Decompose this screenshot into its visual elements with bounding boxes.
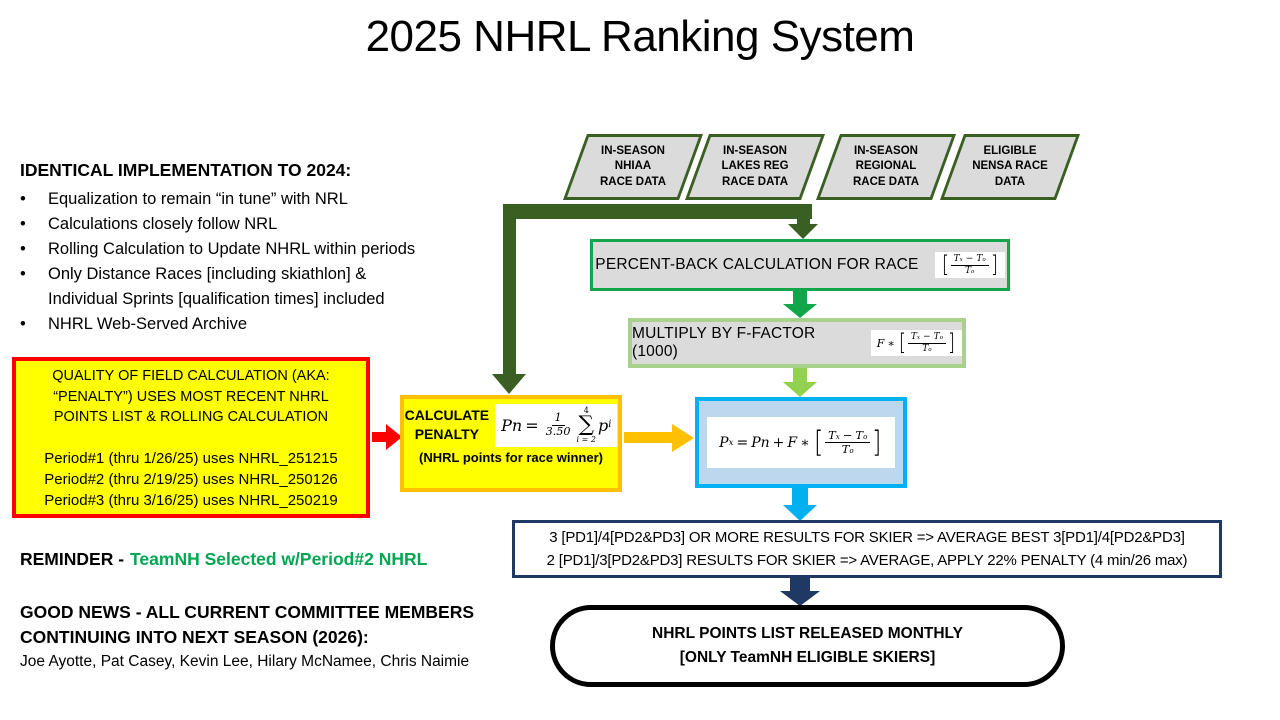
committee-names: Joe Ayotte, Pat Casey, Kevin Lee, Hilary… [20,653,470,670]
bullet-text: NHRL Web-Served Archive [48,315,247,333]
source-label: NHIAA [614,160,652,173]
list-item: • NHRL Web-Served Archive [20,312,520,337]
bullet-text: Only Distance Races [including skiathlon… [48,265,367,283]
source-label: RACE DATA [852,175,919,188]
source-label: RACE DATA [599,175,666,188]
source-nensa-race-data: ELIGIBLE NENSA RACE DATA [939,134,1081,200]
f-factor-label: MULTIPLY BY F-FACTOR (1000) [632,325,816,360]
reminder-line: REMINDER -TeamNH Selected w/Period#2 NHR… [20,549,427,570]
arrow-green-shaft [793,291,807,305]
arrow-light-green-shaft [793,368,807,383]
arrow-cyan-shaft [792,488,808,506]
quality-line: POINTS LIST & ROLLING CALCULATION [53,409,329,426]
good-news-block: GOOD NEWS - ALL CURRENT COMMITTEE MEMBER… [20,600,540,674]
source-label: ELIGIBLE [983,144,1037,157]
bullet-icon: • [20,215,26,233]
penalty-label: CALCULATE PENALTY [404,406,490,443]
source-label: NENSA RACE [972,160,1048,173]
source-label: IN-SEASON [854,144,918,157]
arrow-navy-head [780,591,820,606]
arrow-navy-shaft [790,578,810,592]
list-item: • Only Distance Races [including skiathl… [20,262,520,287]
release-line: [ONLY TeamNH ELIGIBLE SKIERS] [679,649,936,666]
period-line: Period#2 (thru 2/19/25) uses NHRL_250126 [44,471,338,489]
results-rule-line: 2 [PD1]/3[PD2&PD3] RESULTS FOR SKIER => … [546,552,1188,569]
list-item: • Equalization to remain “in tune” with … [20,187,520,212]
reminder-label: REMINDER - [20,549,125,569]
bullet-icon: • [20,265,26,283]
arrow-red-shaft [372,432,387,442]
connector-dark-green-vertical-right [797,217,810,225]
arrowhead-to-penalty [492,374,526,394]
source-label: RACE DATA [721,175,788,188]
arrow-cyan-head [783,505,817,521]
quality-of-field-box: QUALITY OF FIELD CALCULATION (AKA: “PENA… [12,357,370,518]
bullet-text: Calculations closely follow NRL [48,215,278,233]
release-line: NHRL POINTS LIST RELEASED MONTHLY [652,624,963,642]
period-line: Period#1 (thru 1/26/25) uses NHRL_251215 [44,449,338,467]
good-news-line: GOOD NEWS - ALL CURRENT COMMITTEE MEMBER… [20,602,475,622]
source-label: IN-SEASON [601,144,665,157]
bullet-icon: • [20,315,26,333]
good-news-line: CONTINUING INTO NEXT SEASON (2026): [20,627,369,647]
source-label: LAKES REG [721,160,789,173]
penalty-note: (NHRL points for race winner) [419,449,603,465]
left-panel-heading: IDENTICAL IMPLEMENTATION TO 2024: [20,160,352,180]
arrow-green-head [783,304,817,318]
source-nhiaa-race-data: IN-SEASON NHIAA RACE DATA [562,134,704,200]
arrowhead-to-percent-back [788,224,818,239]
reminder-highlight: TeamNH Selected w/Period#2 NHRL [130,549,428,569]
page-title: 2025 NHRL Ranking System [365,12,915,61]
connector-dark-green-horizontal [505,204,812,219]
quality-line: QUALITY OF FIELD CALCULATION (AKA: [52,368,330,384]
percent-back-label: PERCENT-BACK CALCULATION FOR RACE [595,256,919,273]
bullet-text: Equalization to remain “in tune” with NR… [48,190,348,208]
connector-dark-green-vertical-left [503,204,516,375]
source-label: DATA [994,175,1026,188]
arrow-gold-head [672,424,694,452]
source-label: REGIONAL [855,160,917,173]
left-panel: IDENTICAL IMPLEMENTATION TO 2024: • Equa… [20,160,520,337]
arrow-light-green-head [783,382,817,397]
results-rules-box: 3 [PD1]/4[PD2&PD3] OR MORE RESULTS FOR S… [512,520,1222,578]
bullet-icon: • [20,240,26,258]
points-list-release-box: NHRL POINTS LIST RELEASED MONTHLY [ONLY … [550,605,1065,687]
source-regional-race-data: IN-SEASON REGIONAL RACE DATA [815,134,957,200]
list-item: • Rolling Calculation to Update NHRL wit… [20,237,520,262]
period-line: Period#3 (thru 3/16/25) uses NHRL_250219 [44,492,338,510]
source-lakes-reg-race-data: IN-SEASON LAKES REG RACE DATA [684,134,826,200]
results-rule-line: 3 [PD1]/4[PD2&PD3] OR MORE RESULTS FOR S… [549,528,1185,546]
quality-line: “PENALTY”) USES MOST RECENT NHRL [53,388,329,405]
arrow-red-head [386,424,402,450]
list-item: • Calculations closely follow NRL [20,212,520,237]
bullet-icon: • [20,190,26,208]
source-label: IN-SEASON [723,144,787,157]
bullet-text: Rolling Calculation to Update NHRL withi… [48,240,416,258]
bullet-text-continuation: Individual Sprints [qualification times]… [48,290,385,308]
arrow-gold-shaft [624,432,674,443]
